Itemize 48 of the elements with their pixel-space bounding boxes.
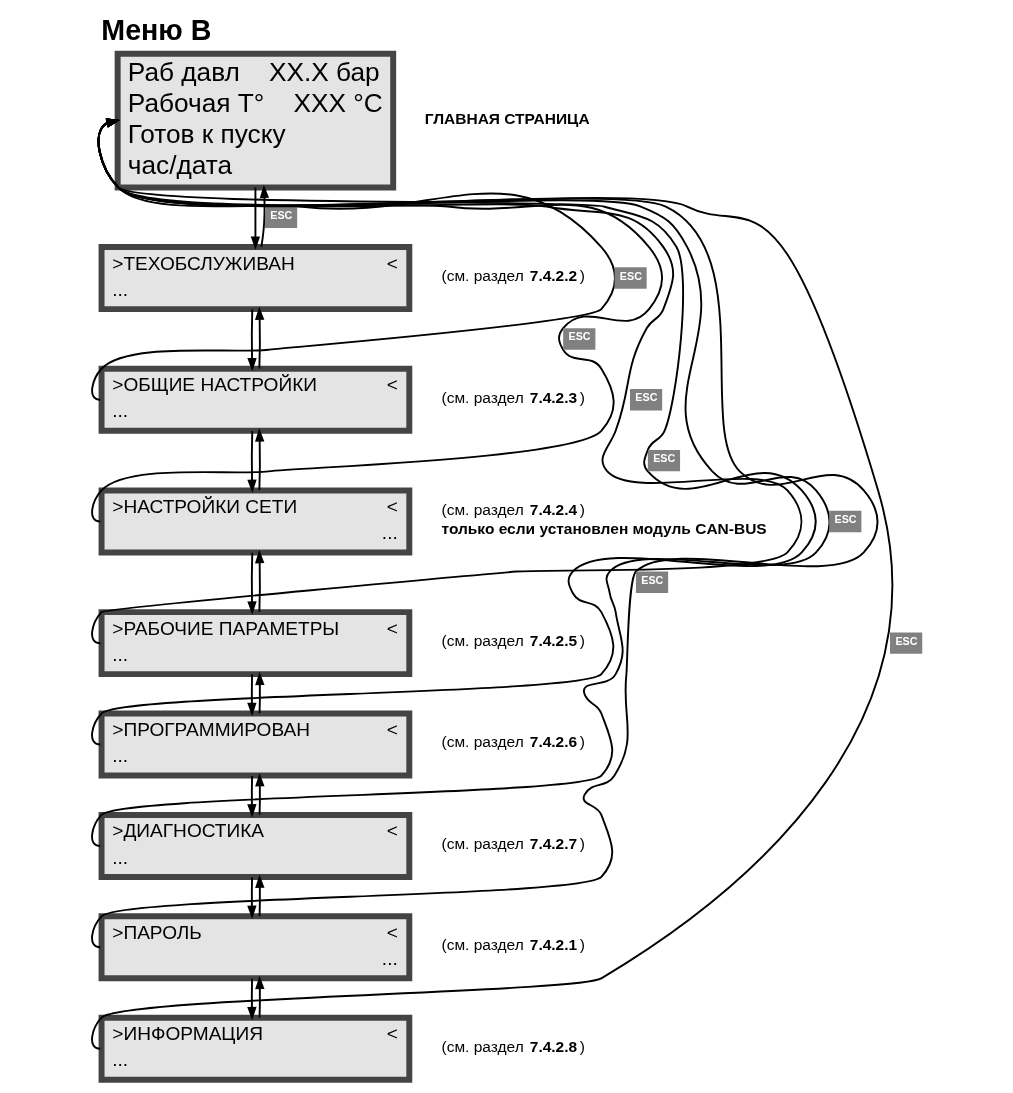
arrow <box>246 977 257 1021</box>
edge-label: ESC <box>269 208 292 221</box>
node-label: только если установлен модуль CAN-BUS <box>441 519 767 537</box>
node-box: >ДИАГНОСТИКА < ... <box>98 811 412 880</box>
arrow <box>254 773 265 816</box>
edge-label: ESC <box>634 391 657 404</box>
edge-label: ESC <box>834 512 857 525</box>
node-label: (см. раздел 7.4.2.8) <box>441 1037 585 1055</box>
node-label: (см. раздел 7.4.2.6) <box>441 733 585 751</box>
arrow <box>90 118 802 645</box>
node-label: (см. раздел 7.4.2.2) <box>441 266 585 284</box>
edge-label: ESC <box>652 452 675 465</box>
arrow <box>254 549 264 613</box>
node-box: >ПРОГРАММИРОВАН < ... <box>98 710 412 779</box>
node-box: >НАСТРОЙКИ СЕТИ < ... <box>98 487 412 556</box>
node-label: (см. раздел 7.4.2.1) <box>441 936 585 954</box>
arrow <box>246 551 257 615</box>
edge-label: ESC <box>568 330 591 343</box>
arrow <box>246 430 257 494</box>
arrow <box>254 874 264 917</box>
arrow <box>254 306 264 370</box>
node-label: ГЛАВНАЯ СТРАНИЦА <box>424 109 590 127</box>
diagram-title: Меню B <box>100 13 211 46</box>
arrow <box>90 118 616 401</box>
node-box: >ИНФОРМАЦИЯ < ... <box>98 1014 412 1083</box>
arrow <box>254 428 264 492</box>
arrow <box>259 184 269 248</box>
edge-label: ESC <box>894 634 917 647</box>
node-box: Раб давл XX.X бар Рабочая T° XXX °C Готов к пуску час/дата <box>114 50 396 191</box>
node-label: (см. раздел 7.4.2.4) <box>441 500 585 518</box>
node-label: (см. раздел 7.4.2.5) <box>441 631 585 649</box>
node-label: (см. раздел 7.4.2.3) <box>441 388 585 406</box>
arrow <box>250 186 260 250</box>
arrow <box>254 671 264 715</box>
arrow <box>246 308 257 372</box>
edge-label: ESC <box>619 269 642 282</box>
arrow <box>254 975 264 1019</box>
arrow <box>90 118 817 746</box>
node-box: >ПАРОЛЬ < ... <box>98 913 412 982</box>
arrow <box>90 118 831 847</box>
node-label: (см. раздел 7.4.2.7) <box>441 834 585 852</box>
arrow <box>246 673 257 717</box>
node-box: >РАБОЧИЕ ПАРАМЕТРЫ < ... <box>98 609 412 678</box>
arrow <box>246 876 257 919</box>
node-box: >ОБЩИЕ НАСТРОЙКИ < ... <box>98 365 412 434</box>
node-box: >ТЕХОБСЛУЖИВАН < ... <box>98 244 412 313</box>
arrow <box>246 775 257 818</box>
edge-label: ESC <box>640 573 663 586</box>
